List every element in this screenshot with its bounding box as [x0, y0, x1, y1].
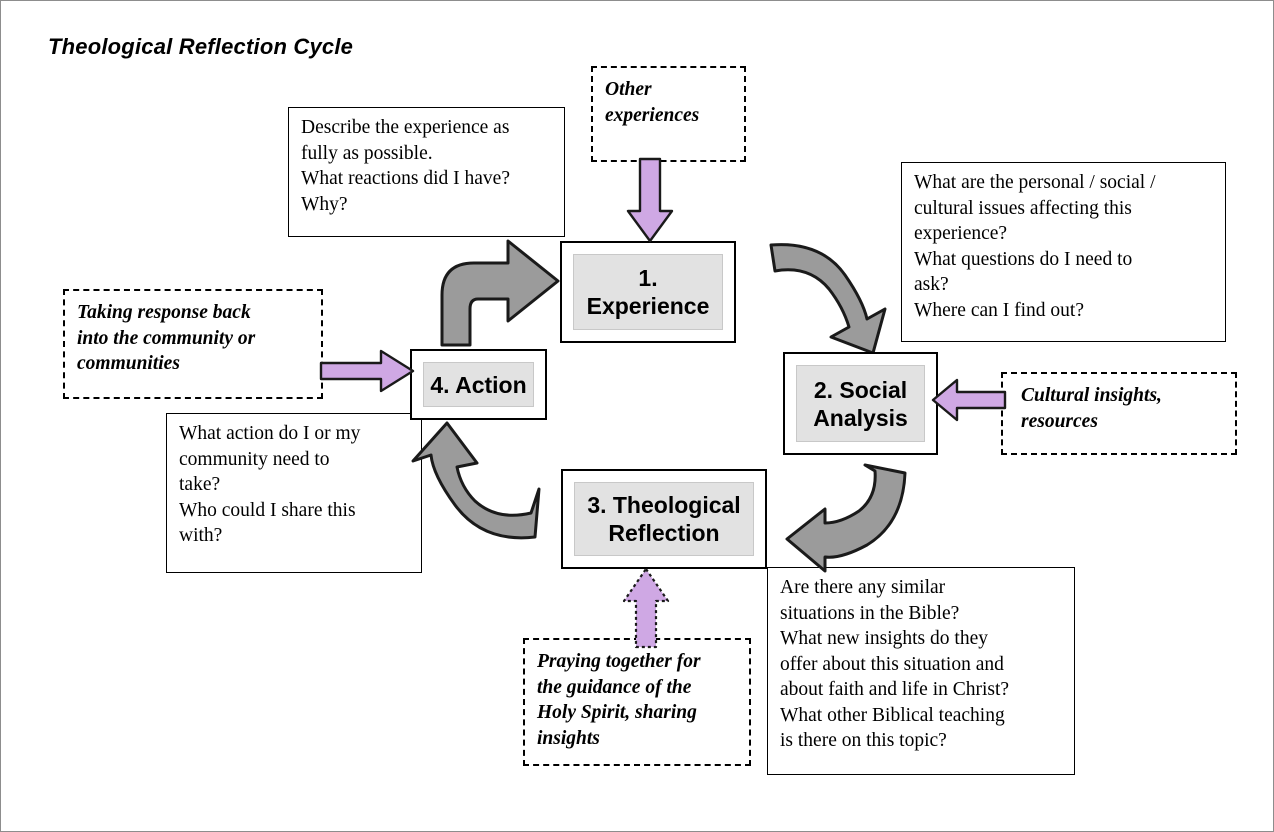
- taking-response-to-action-arrow: [319, 349, 415, 393]
- other-experiences-to-experience-arrow: [626, 157, 674, 243]
- theological-reflection-questions-box: Are there any similar situations in the …: [767, 567, 1075, 775]
- node-experience[interactable]: 1. Experience: [560, 241, 736, 343]
- page-title: Theological Reflection Cycle: [48, 34, 354, 59]
- praying-to-theological-reflection-arrow: [621, 567, 671, 649]
- social-analysis-questions-box: What are the personal / social / cultura…: [901, 162, 1226, 342]
- other-experiences-box: Other experiences: [591, 66, 746, 162]
- social-analysis-to-theological-reflection-arrow: [783, 463, 911, 573]
- node-experience-label: 1. Experience: [573, 254, 723, 330]
- node-theological-reflection[interactable]: 3. Theological Reflection: [561, 469, 767, 569]
- cultural-insights-to-social-analysis-arrow: [931, 378, 1007, 422]
- experience-to-social-analysis-arrow: [769, 241, 889, 355]
- node-social-analysis[interactable]: 2. Social Analysis: [783, 352, 938, 455]
- taking-response-back-box: Taking response back into the community …: [63, 289, 323, 399]
- node-action-label: 4. Action: [423, 362, 534, 407]
- action-questions-box: What action do I or my community need to…: [166, 413, 422, 573]
- praying-together-box: Praying together for the guidance of the…: [523, 638, 751, 766]
- node-theological-reflection-label: 3. Theological Reflection: [574, 482, 754, 556]
- node-social-analysis-label: 2. Social Analysis: [796, 365, 925, 442]
- action-to-experience-arrow: [412, 237, 564, 347]
- theological-reflection-to-action-arrow: [405, 413, 543, 545]
- cultural-insights-box: Cultural insights, resources: [1001, 372, 1237, 455]
- node-action[interactable]: 4. Action: [410, 349, 547, 420]
- experience-questions-box: Describe the experience as fully as poss…: [288, 107, 565, 237]
